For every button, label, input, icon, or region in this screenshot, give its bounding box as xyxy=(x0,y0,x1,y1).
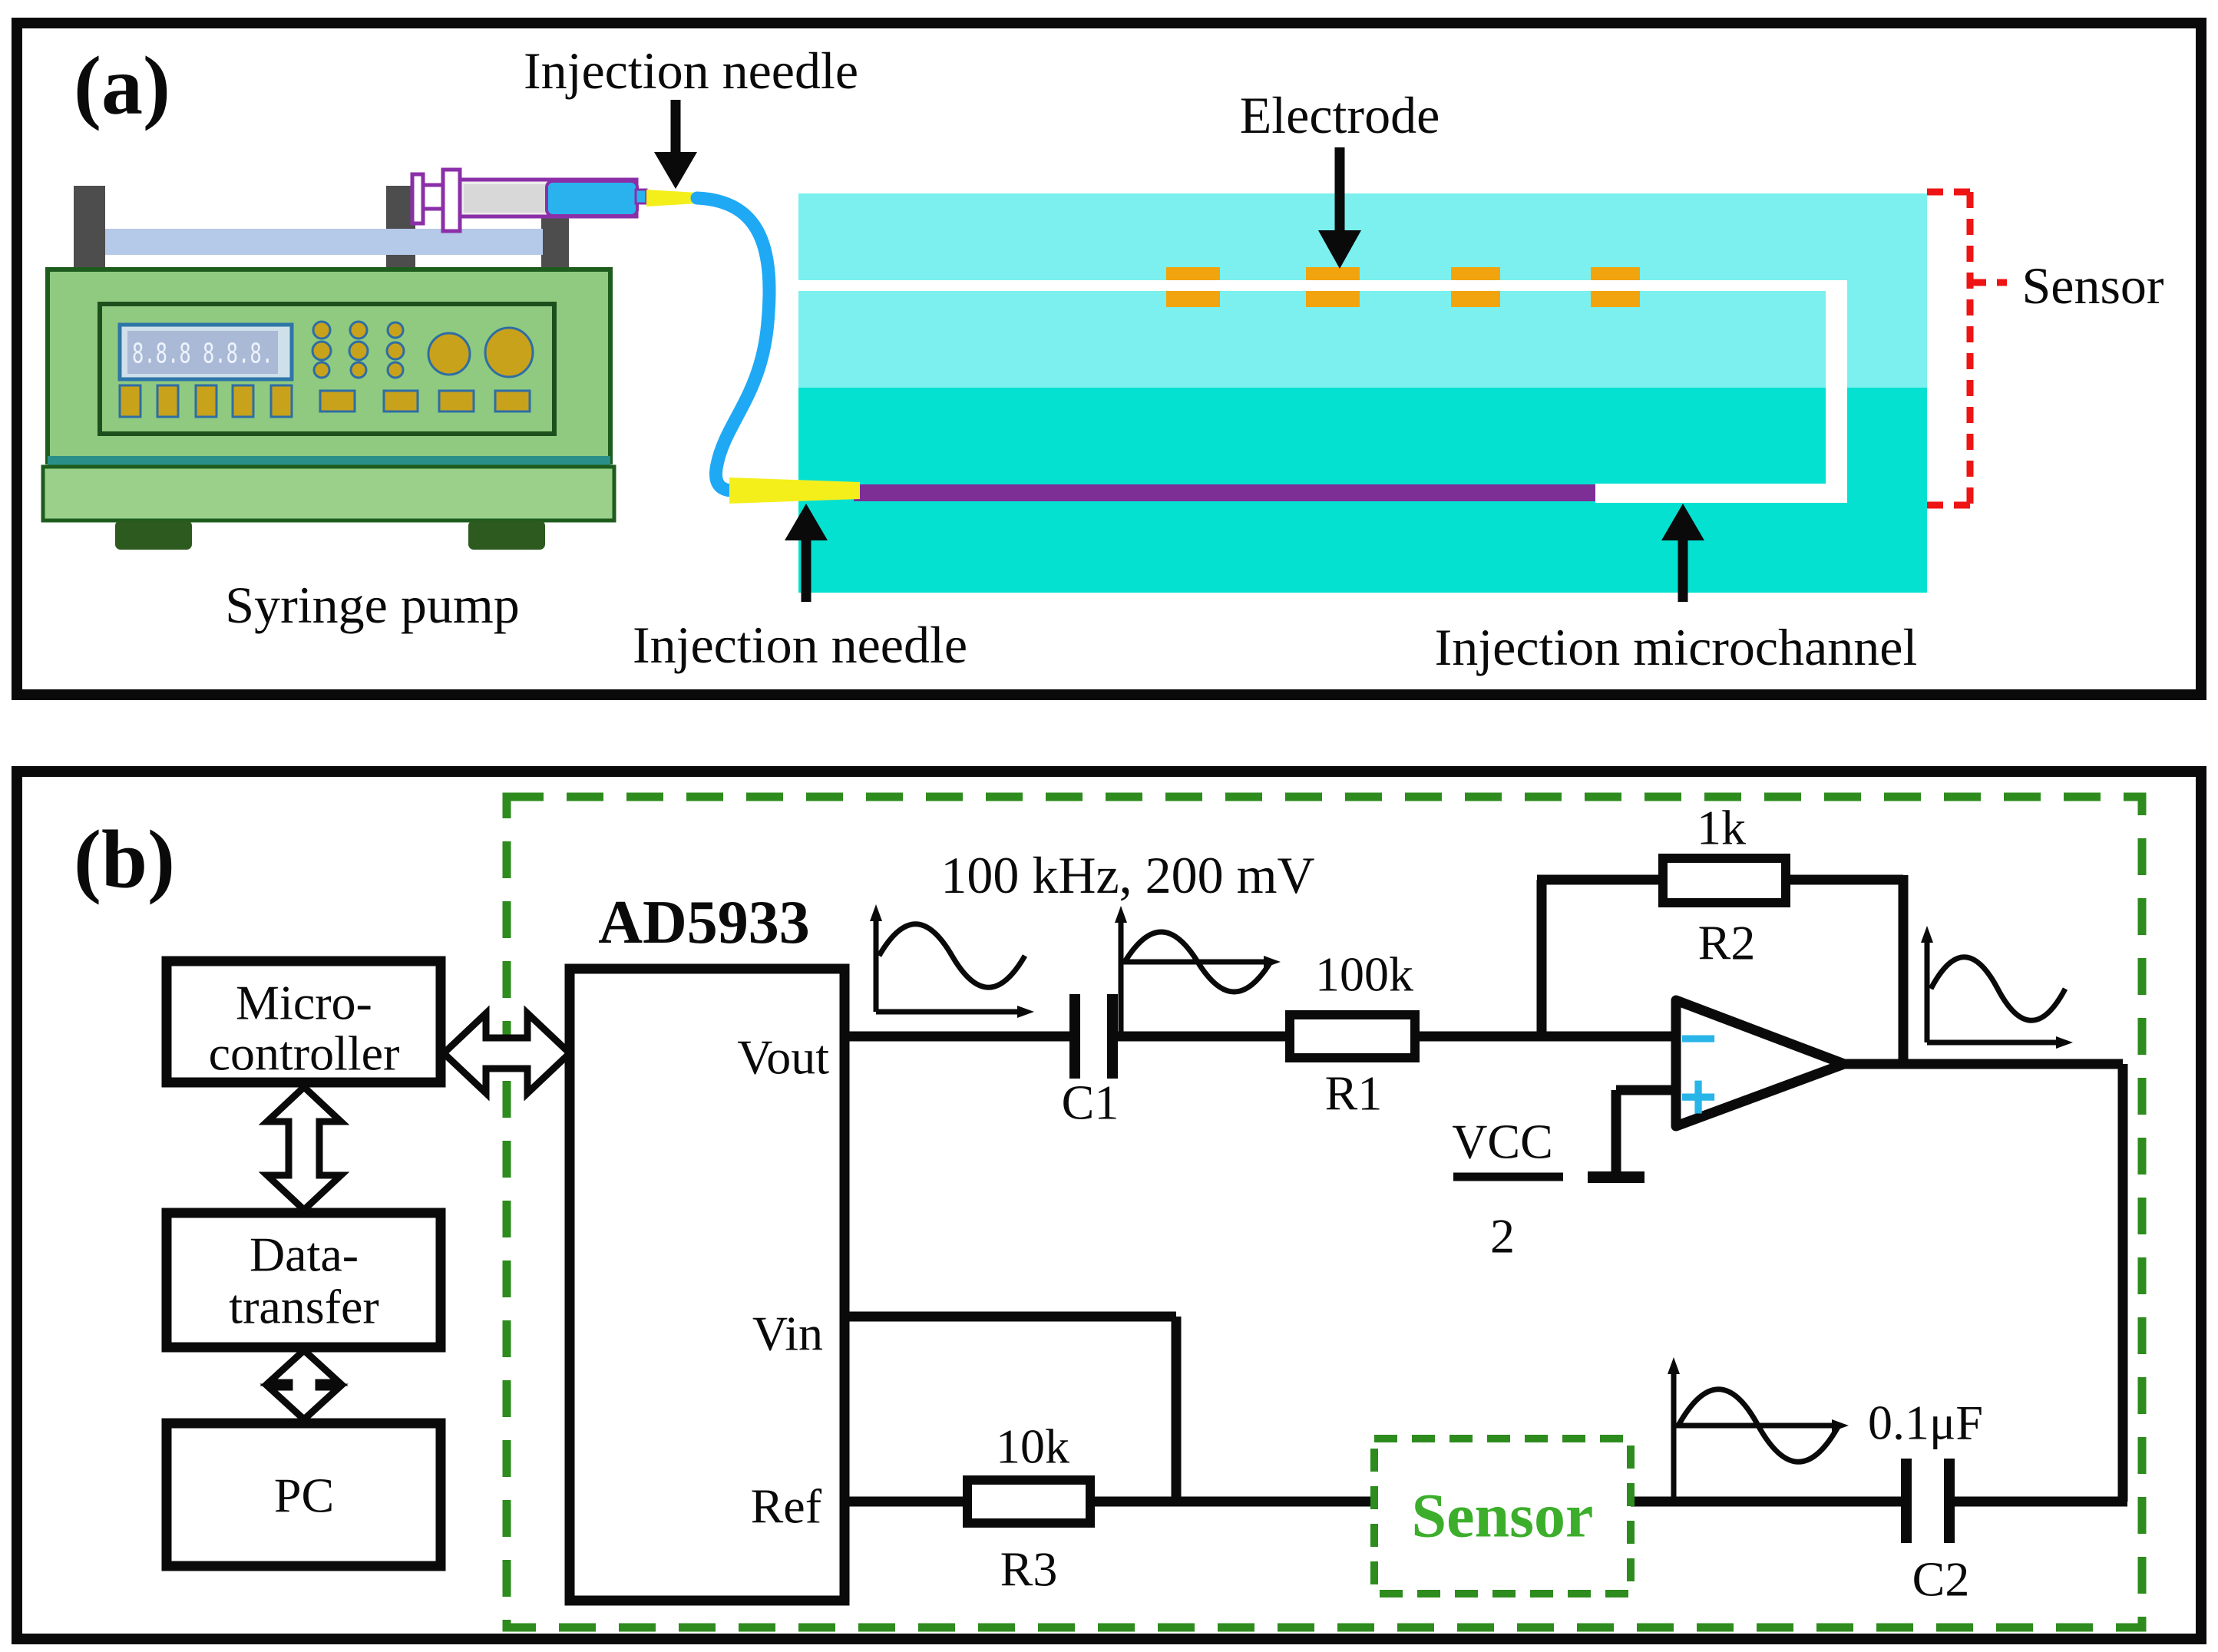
r2-value: 1k xyxy=(1697,801,1746,855)
tubing xyxy=(690,191,776,497)
capacitor-c2-plate xyxy=(1901,1459,1912,1543)
syringe-flange xyxy=(441,167,462,233)
sine-wave-icon xyxy=(1921,926,2073,1049)
syringe xyxy=(410,167,776,497)
sensor-block-label: Sensor xyxy=(1412,1481,1594,1551)
channel-vertical xyxy=(1826,280,1847,503)
bidirectional-arrow-icon xyxy=(259,1345,349,1425)
capacitor-c1-plate xyxy=(1069,994,1080,1079)
bidirectional-arrow-icon xyxy=(258,1082,350,1215)
sensor-chip xyxy=(729,193,1927,593)
bias-ground-bar xyxy=(1588,1171,1644,1183)
label-injection-needle-bottom: Injection needle xyxy=(633,616,967,674)
sine-wave-icon xyxy=(870,904,1034,1018)
circuit-boundary-dashed xyxy=(502,792,2147,1632)
pump-rail xyxy=(105,229,543,255)
sine-wave-icon xyxy=(1668,1357,1849,1498)
capacitor-c1-plate xyxy=(1107,994,1118,1079)
wires xyxy=(845,874,2128,1507)
arrow-needle-top-head xyxy=(654,152,697,189)
sensing-channel xyxy=(798,280,1847,291)
capacitor-c2-plate xyxy=(1944,1459,1955,1543)
pin-ref: Ref xyxy=(751,1479,822,1534)
panel-a: (a) 8.8.8 8.8.8. xyxy=(12,18,2206,700)
pump-knob-small[interactable] xyxy=(427,332,471,376)
c2-value: 0.1μF xyxy=(1868,1396,1983,1450)
panel-a-tag: (a) xyxy=(74,41,170,132)
resistor-r3 xyxy=(963,1475,1095,1528)
block-pc xyxy=(161,1418,446,1571)
block-data-transfer xyxy=(161,1208,446,1353)
label-syringe-pump: Syringe pump xyxy=(225,576,519,634)
vcc-label: VCC xyxy=(1452,1115,1553,1169)
block-ad5933 xyxy=(564,963,850,1606)
label-electrode: Electrode xyxy=(1240,86,1440,144)
excitation-signal-label: 100 kHz, 200 mV xyxy=(940,846,1314,904)
sensor-block-dashed xyxy=(1370,1435,1635,1597)
panel-b: (b) Micro- controller Data- xyxy=(12,766,2206,1644)
pump-post-right xyxy=(541,216,569,272)
pump-buttons[interactable] xyxy=(118,384,531,418)
pin-vout: Vout xyxy=(737,1030,829,1085)
r1-label: R1 xyxy=(1325,1066,1383,1121)
label-injection-microchannel: Injection microchannel xyxy=(1435,618,1918,676)
block-microcontroller xyxy=(161,956,446,1088)
opamp-plus-sign: + xyxy=(1679,1060,1717,1132)
pump-base xyxy=(41,464,616,523)
pump-keypad[interactable] xyxy=(311,320,405,379)
vcc-denominator: 2 xyxy=(1490,1209,1515,1264)
pump-knob-large[interactable] xyxy=(484,326,534,378)
pin-vin: Vin xyxy=(752,1307,823,1361)
microcontroller-line2: controller xyxy=(209,1026,400,1081)
pump-lcd-screen xyxy=(127,331,278,374)
r3-value: 10k xyxy=(996,1419,1069,1474)
pump-divider xyxy=(48,456,610,467)
sine-wave-icon xyxy=(1115,906,1281,1035)
r2-label: R2 xyxy=(1698,916,1756,970)
resistor-r2 xyxy=(1658,854,1790,907)
pump-foot-right xyxy=(468,520,545,550)
opamp xyxy=(1671,995,1849,1132)
r1-value: 100k xyxy=(1315,947,1413,1002)
label-sensor: Sensor xyxy=(2021,256,2163,315)
injection-microchannel xyxy=(854,484,1595,501)
opamp-minus-sign: − xyxy=(1679,1002,1717,1074)
arrow-needle-bottom-head xyxy=(785,504,828,540)
r3-label: R3 xyxy=(1000,1542,1058,1597)
data-transfer-line1: Data- xyxy=(250,1227,359,1282)
arrow-microchannel-head xyxy=(1661,504,1704,540)
channel-bottom xyxy=(1595,484,1847,503)
syringe-needle-tip xyxy=(646,190,697,206)
ad5933-label: AD5933 xyxy=(598,889,810,957)
microcontroller-line1: Micro- xyxy=(236,976,372,1030)
syringe-pump: 8.8.8 8.8.8. xyxy=(41,167,776,550)
c2-label: C2 xyxy=(1912,1552,1970,1607)
syringe-nozzle xyxy=(634,188,648,205)
data-transfer-line2: transfer xyxy=(229,1280,378,1334)
injection-needle-inlet xyxy=(729,477,860,504)
panel-b-tag: (b) xyxy=(74,814,175,906)
label-injection-needle-top: Injection needle xyxy=(524,41,858,100)
pump-post-left xyxy=(74,186,105,272)
sensor-bracket xyxy=(1927,188,2007,509)
arrow-electrode-head xyxy=(1318,230,1361,269)
pc-label: PC xyxy=(274,1469,334,1523)
c1-label: C1 xyxy=(1062,1075,1119,1130)
resistor-r1 xyxy=(1285,1010,1420,1062)
pump-foot-left xyxy=(115,520,192,550)
syringe-holder-block xyxy=(545,180,639,217)
pump-lcd-digits[interactable]: 8.8.8 8.8.8. xyxy=(132,339,273,370)
syringe-piston xyxy=(464,184,547,213)
